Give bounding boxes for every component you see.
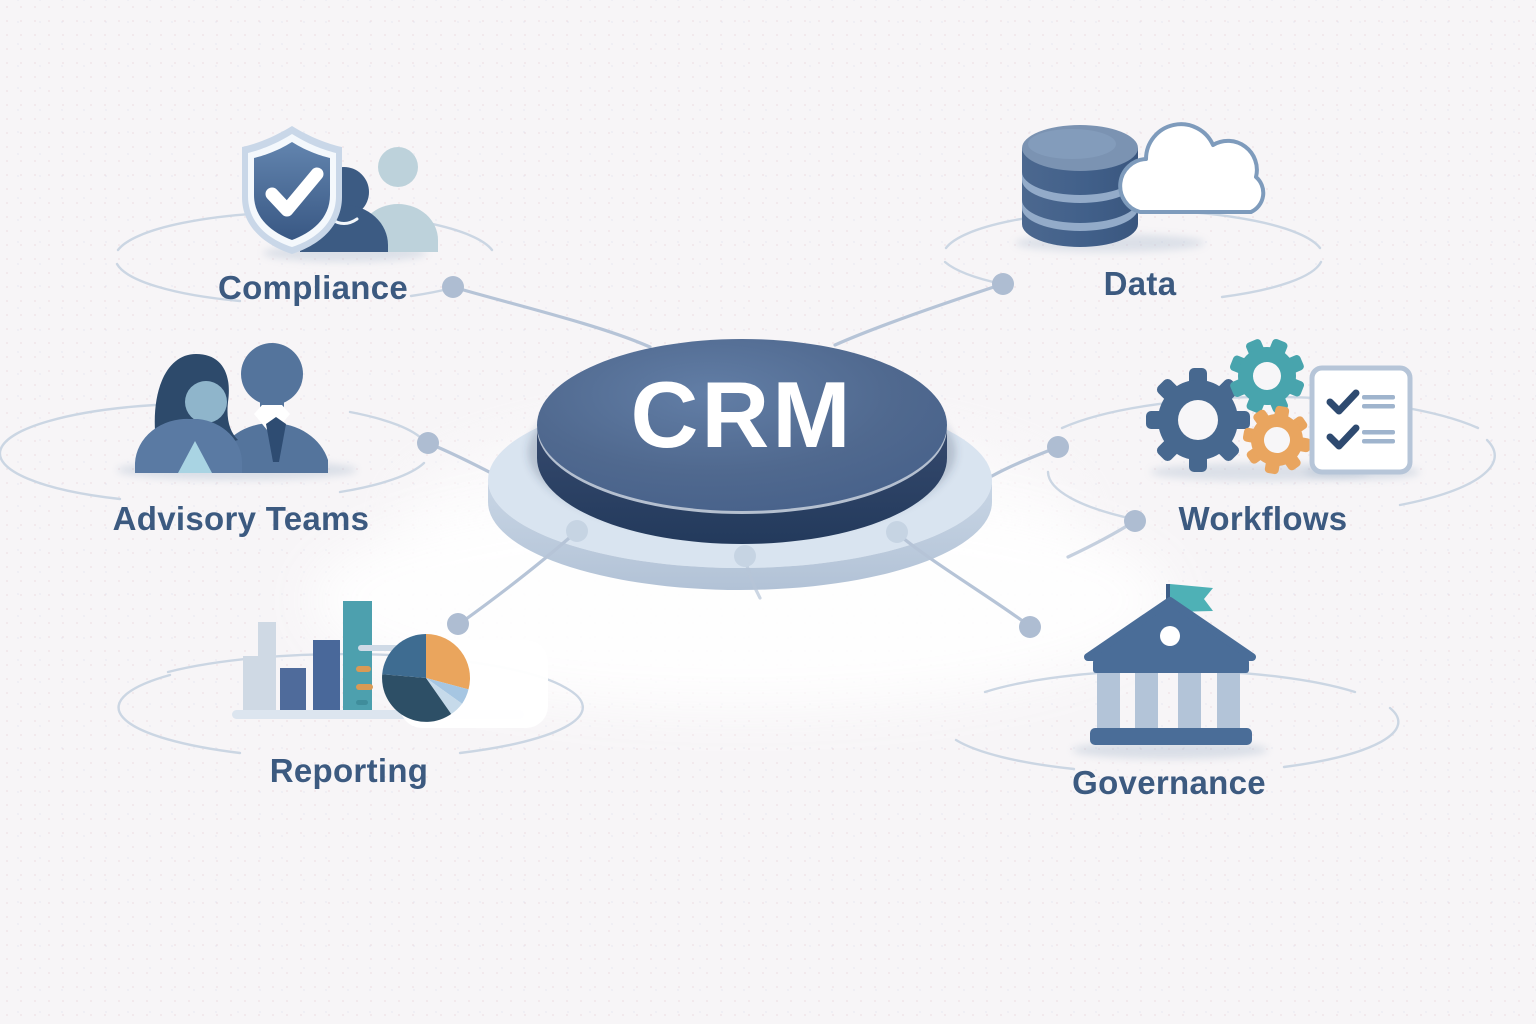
node-label-reporting: Reporting bbox=[270, 752, 429, 789]
connector-dot bbox=[1124, 510, 1146, 532]
node-label-compliance: Compliance bbox=[218, 269, 408, 306]
reporting-icon-group bbox=[232, 601, 548, 728]
connector-dot bbox=[1047, 436, 1069, 458]
checkmark-glyph bbox=[265, 167, 324, 217]
connector-dot bbox=[1019, 616, 1041, 638]
workflows-icon-group bbox=[1146, 338, 1420, 481]
connector-data bbox=[833, 282, 1005, 347]
node-label-governance: Governance bbox=[1072, 764, 1266, 801]
cloud-icon bbox=[1118, 122, 1266, 214]
advisor-man-icon bbox=[216, 343, 328, 473]
connector-dot bbox=[447, 613, 469, 635]
platform-rim-dot bbox=[566, 520, 588, 542]
pie-chart-icon bbox=[382, 634, 548, 728]
center-label: CRM bbox=[630, 362, 853, 467]
compliance-icon-group bbox=[242, 126, 438, 262]
governance-icon-group bbox=[1072, 584, 1268, 759]
crm-hub-disc bbox=[537, 339, 947, 544]
checklist-icon bbox=[1304, 365, 1420, 479]
connector-dot bbox=[417, 432, 439, 454]
node-label-workflows: Workflows bbox=[1179, 500, 1348, 537]
connector-reporting bbox=[460, 530, 578, 624]
advisory-teams-icon-group bbox=[117, 343, 357, 480]
connector-compliance bbox=[451, 285, 652, 349]
tie-glyph bbox=[266, 417, 286, 462]
gear-teal-icon bbox=[1229, 338, 1305, 414]
bar-chart-icon bbox=[243, 601, 398, 710]
node-label-data: Data bbox=[1104, 265, 1177, 302]
gear-orange-icon bbox=[1242, 405, 1312, 475]
connector-dot bbox=[442, 276, 464, 298]
connector-dot bbox=[992, 273, 1014, 295]
connector-governance bbox=[895, 531, 1030, 627]
bank-building-icon bbox=[1084, 584, 1256, 745]
data-icon-group bbox=[1015, 122, 1266, 252]
advisor-woman-icon bbox=[135, 354, 243, 473]
platform-rim-dot bbox=[734, 545, 756, 567]
shield-check-icon bbox=[242, 126, 342, 254]
platform-rim-dot bbox=[886, 521, 908, 543]
node-label-advisory-teams: Advisory Teams bbox=[113, 500, 370, 537]
database-icon bbox=[1022, 125, 1138, 247]
